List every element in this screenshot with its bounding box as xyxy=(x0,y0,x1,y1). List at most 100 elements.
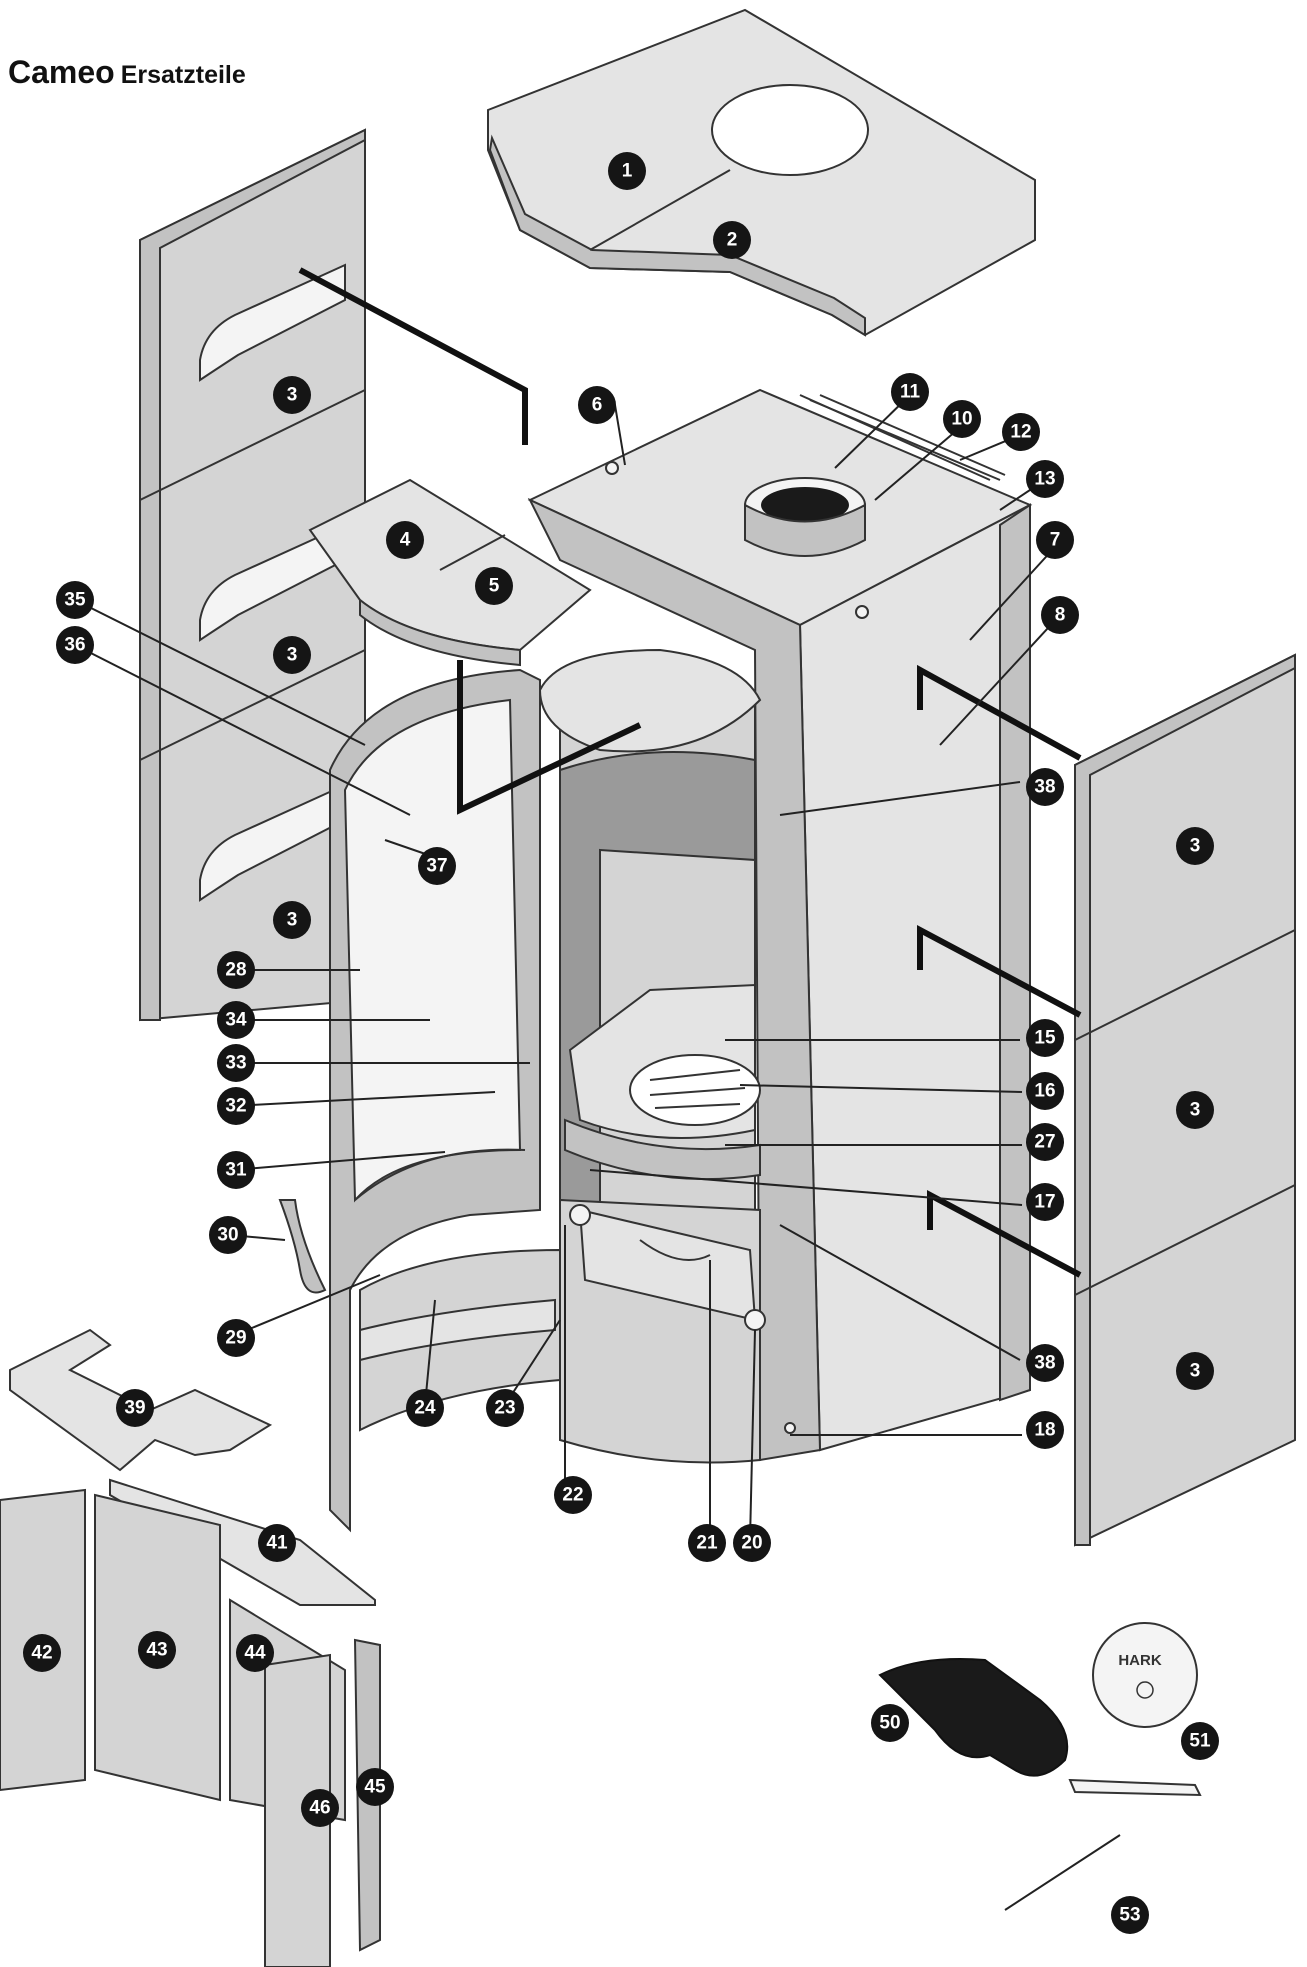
top-liner xyxy=(308,478,592,667)
part-number-label: 38 xyxy=(1034,1353,1055,1374)
part-badge-circle xyxy=(356,1768,394,1806)
part-badge-circle xyxy=(1026,1019,1064,1057)
part-number-label: 10 xyxy=(951,409,972,430)
part-badge-circle xyxy=(273,376,311,414)
part-badge-circle xyxy=(688,1524,726,1562)
part-badge-27: 27 xyxy=(1026,1123,1064,1161)
part-badge-28: 28 xyxy=(217,951,255,989)
part-badge-11: 11 xyxy=(891,373,929,411)
part-number-label: 15 xyxy=(1034,1028,1056,1049)
part-badge-33: 33 xyxy=(217,1044,255,1082)
part-number-label: 43 xyxy=(146,1640,167,1661)
part-badge-circle xyxy=(1002,413,1040,451)
part-badge-44: 44 xyxy=(236,1634,274,1672)
part-badge-36: 36 xyxy=(56,626,94,664)
title-model: Cameo xyxy=(8,54,115,90)
grate xyxy=(629,1054,761,1126)
part-number-label: 46 xyxy=(309,1798,330,1819)
part-badge-8: 8 xyxy=(1041,596,1079,634)
part-badge-17: 17 xyxy=(1026,1183,1064,1221)
part-number-label: 45 xyxy=(364,1777,386,1798)
part-badge-circle xyxy=(1041,596,1079,634)
part-badge-circle xyxy=(273,901,311,939)
part-badge-circle xyxy=(138,1631,176,1669)
part-badge-circle xyxy=(1026,1411,1064,1449)
part-number-label: 28 xyxy=(225,960,246,981)
part-number-label: 31 xyxy=(225,1160,247,1181)
part-badge-circle xyxy=(1026,1183,1064,1221)
part-badge-circle xyxy=(733,1524,771,1562)
part-badge-1: 1 xyxy=(608,152,646,190)
part-number-label: 24 xyxy=(414,1398,436,1419)
part-badge-circle xyxy=(56,626,94,664)
stove-body xyxy=(527,388,1033,1464)
part-badge-circle xyxy=(209,1216,247,1254)
part-badge-circle xyxy=(1036,521,1074,559)
part-number-label: 42 xyxy=(31,1643,52,1664)
part-number-label: 16 xyxy=(1034,1081,1055,1102)
part-number-label: 3 xyxy=(1190,1361,1201,1382)
part-badge-12: 12 xyxy=(1002,413,1040,451)
part-badge-circle xyxy=(1176,827,1214,865)
part-number-label: 18 xyxy=(1034,1420,1055,1441)
part-badge-circle xyxy=(236,1634,274,1672)
part-badge-3: 3 xyxy=(273,376,311,414)
part-badge-51: 51 xyxy=(1181,1722,1219,1760)
top-plate-thickness xyxy=(488,134,866,337)
part-badge-23: 23 xyxy=(486,1389,524,1427)
part-number-label: 5 xyxy=(489,576,500,597)
part-number-label: 1 xyxy=(622,161,633,182)
brand-logo-text: HARK xyxy=(1118,1652,1161,1669)
part-number-label: 3 xyxy=(287,385,298,406)
part-number-label: 44 xyxy=(244,1643,266,1664)
part-number-label: 3 xyxy=(1190,1100,1201,1121)
part-number-label: 6 xyxy=(592,395,603,416)
part-badge-15: 15 xyxy=(1026,1019,1064,1057)
part-badge-circle xyxy=(486,1389,524,1427)
part-badge-circle xyxy=(386,521,424,559)
part-badge-22: 22 xyxy=(554,1476,592,1514)
part-badge-53: 53 xyxy=(1111,1896,1149,1934)
part-badge-3: 3 xyxy=(1176,827,1214,865)
part-badge-38: 38 xyxy=(1026,768,1064,806)
part-badge-circle xyxy=(578,386,616,424)
part-badge-circle xyxy=(608,152,646,190)
part-badge-29: 29 xyxy=(217,1319,255,1357)
part-badge-circle xyxy=(217,1044,255,1082)
part-number-label: 35 xyxy=(64,590,86,611)
part-badge-circle xyxy=(301,1789,339,1827)
side-stones-left xyxy=(139,128,366,1022)
part-badge-35: 35 xyxy=(56,581,94,619)
part-badge-circle xyxy=(1026,460,1064,498)
part-number-label: 17 xyxy=(1034,1192,1055,1213)
part-badge-46: 46 xyxy=(301,1789,339,1827)
part-number-label: 3 xyxy=(287,645,298,666)
part-number-label: 38 xyxy=(1034,777,1055,798)
title-subtitle: Ersatzteile xyxy=(120,61,246,89)
part-badge-6: 6 xyxy=(578,386,616,424)
part-badge-circle xyxy=(1176,1091,1214,1129)
part-badge-circle xyxy=(23,1634,61,1672)
part-badge-circle xyxy=(116,1389,154,1427)
part-badge-45: 45 xyxy=(356,1768,394,1806)
part-badge-21: 21 xyxy=(688,1524,726,1562)
door xyxy=(278,668,561,1533)
part-number-label: 32 xyxy=(225,1096,246,1117)
part-number-label: 34 xyxy=(225,1010,247,1031)
part-badge-circle xyxy=(1026,1344,1064,1382)
part-badge-circle xyxy=(258,1524,296,1562)
part-badge-circle xyxy=(1026,1123,1064,1161)
part-badge-39: 39 xyxy=(116,1389,154,1427)
part-number-label: 22 xyxy=(562,1485,583,1506)
part-badge-3: 3 xyxy=(1176,1091,1214,1129)
poker-tool xyxy=(1068,1778,1202,1797)
part-badge-circle xyxy=(554,1476,592,1514)
part-badge-circle xyxy=(891,373,929,411)
part-badge-41: 41 xyxy=(258,1524,296,1562)
flue-opening xyxy=(711,84,869,176)
part-badge-circle xyxy=(1111,1896,1149,1934)
part-badge-42: 42 xyxy=(23,1634,61,1672)
part-number-label: 50 xyxy=(879,1713,900,1734)
part-badge-3: 3 xyxy=(273,901,311,939)
